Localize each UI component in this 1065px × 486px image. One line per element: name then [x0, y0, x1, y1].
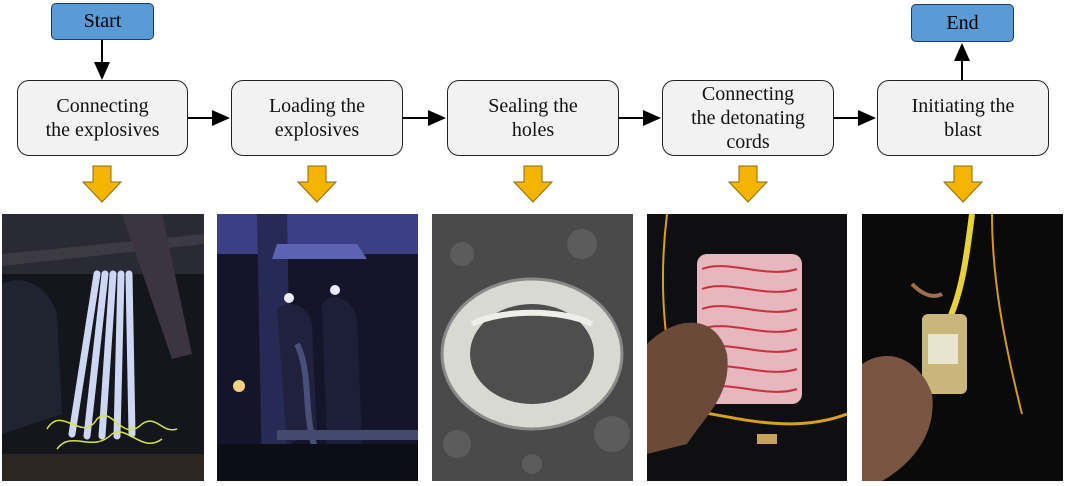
step3-line2: holes	[511, 119, 555, 141]
step2-line1: Loading the	[268, 95, 366, 117]
step4-line3: cords	[726, 131, 770, 153]
photo-sealing-holes	[432, 214, 633, 481]
step4-line1: Connecting	[701, 83, 795, 105]
step5-line2: blast	[944, 119, 982, 141]
down-arrow-1	[81, 165, 123, 203]
step2-line2: explosives	[274, 119, 360, 141]
start-node: Start	[51, 3, 154, 40]
step1-line1: Connecting	[56, 95, 149, 117]
down-arrow-4	[727, 165, 769, 203]
photo-connecting-explosives	[2, 214, 204, 481]
end-node: End	[911, 4, 1014, 42]
step4-line2: the detonating	[691, 107, 805, 129]
photo-connecting-detonating-cords	[647, 214, 847, 481]
photo-loading-explosives	[217, 214, 418, 481]
photo-initiating-blast	[862, 214, 1063, 481]
step1-line2: the explosives	[45, 119, 160, 141]
down-arrow-5	[942, 165, 984, 203]
down-arrow-2	[296, 165, 338, 203]
step3-line1: Sealing the	[488, 95, 578, 117]
step5-line1: Initiating the	[911, 95, 1015, 117]
down-arrow-3	[512, 165, 554, 203]
